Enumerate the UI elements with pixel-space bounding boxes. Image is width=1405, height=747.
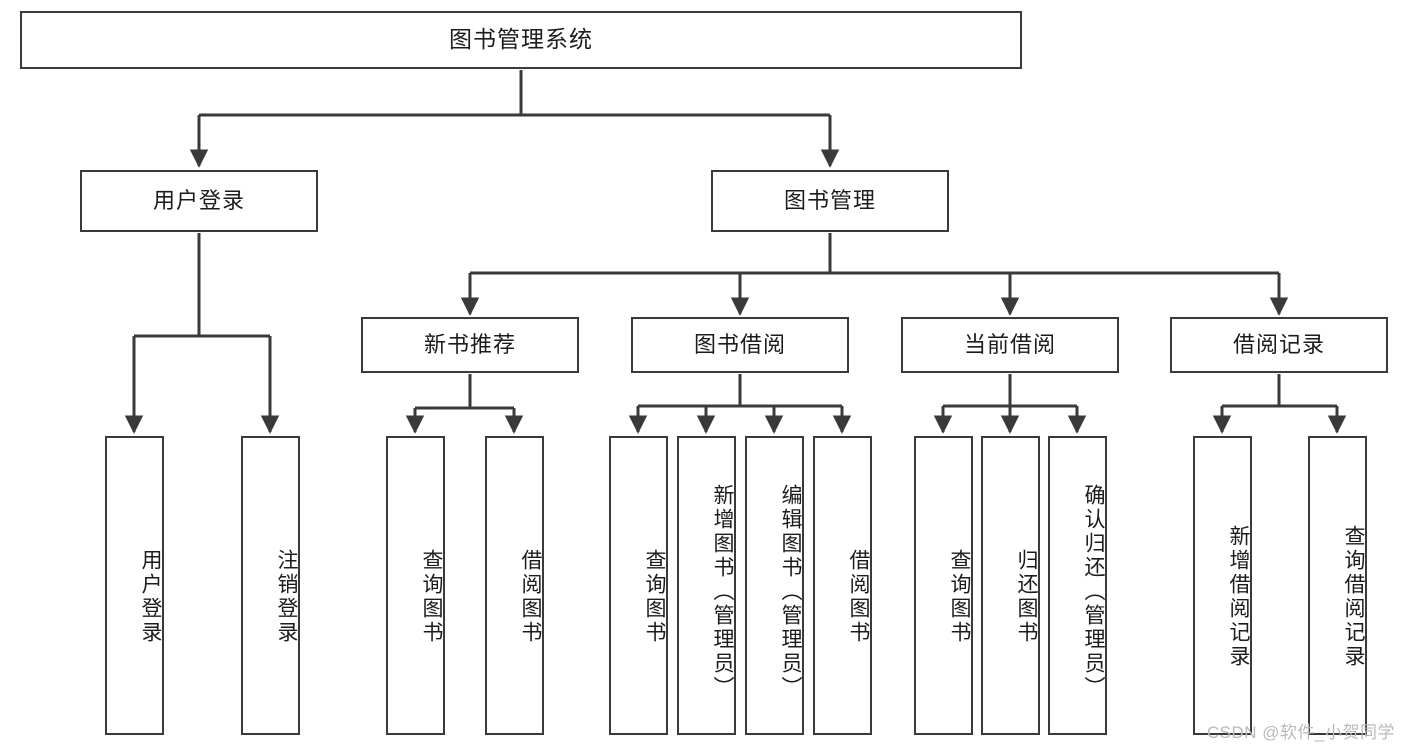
leaf-book-borrow-add-book-admin[interactable]: 新增图书（管理员） <box>677 436 736 735</box>
node-borrowing-record[interactable]: 借阅记录 <box>1170 317 1388 373</box>
leaf-current-borrow-return-book[interactable]: 归还图书 <box>981 436 1040 735</box>
leaf-book-borrow-query-book[interactable]: 查询图书 <box>609 436 668 735</box>
leaf-user-login-login[interactable]: 用户登录 <box>105 436 164 735</box>
node-root-book-management-system[interactable]: 图书管理系统 <box>20 11 1022 69</box>
leaf-current-borrow-query-book[interactable]: 查询图书 <box>914 436 973 735</box>
leaf-current-borrow-confirm-return-admin[interactable]: 确认归还（管理员） <box>1048 436 1107 735</box>
leaf-borrow-record-add-record[interactable]: 新增借阅记录 <box>1193 436 1252 735</box>
leaf-new-book-query-book[interactable]: 查询图书 <box>386 436 445 735</box>
node-current-borrowing[interactable]: 当前借阅 <box>901 317 1119 373</box>
leaf-new-book-borrow-book[interactable]: 借阅图书 <box>485 436 544 735</box>
node-user-login[interactable]: 用户登录 <box>80 170 318 232</box>
leaf-book-borrow-edit-book-admin[interactable]: 编辑图书（管理员） <box>745 436 804 735</box>
leaf-book-borrow-borrow-book[interactable]: 借阅图书 <box>813 436 872 735</box>
csdn-watermark: CSDN @软件_小贺同学 <box>1206 723 1395 742</box>
node-new-book-recommendation[interactable]: 新书推荐 <box>361 317 579 373</box>
leaf-user-login-logout[interactable]: 注销登录 <box>241 436 300 735</box>
node-book-borrowing[interactable]: 图书借阅 <box>631 317 849 373</box>
leaf-borrow-record-query-record[interactable]: 查询借阅记录 <box>1308 436 1367 735</box>
node-book-management[interactable]: 图书管理 <box>711 170 949 232</box>
